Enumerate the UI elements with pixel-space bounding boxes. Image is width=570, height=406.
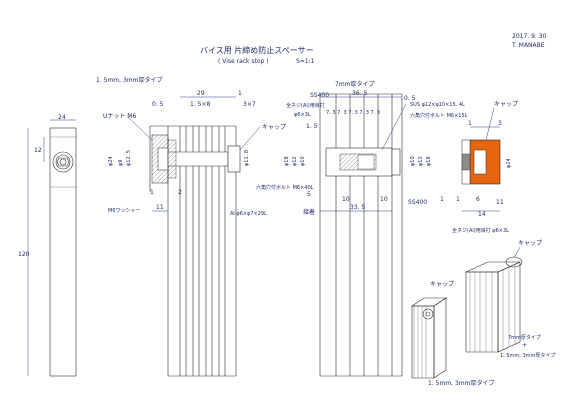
label-al-pipe: Al φ6×φ7×29L xyxy=(230,211,267,217)
dim-phi12.5: φ12. 5 xyxy=(126,150,132,166)
label-cap-4: キャップ xyxy=(518,240,542,247)
side-section-view: 29 1 0. 5 1. 5×8 3×7 11 2 1 φ24 φ9 φ12. … xyxy=(96,76,314,377)
dim-phi24-b: φ24 xyxy=(506,158,512,168)
dim-36.5: 36. 5 xyxy=(352,90,367,97)
drawing-title: バイス用 片締め防止スペーサー xyxy=(200,45,314,55)
dim-phi12-a: φ12 xyxy=(292,156,298,166)
isometric-views: キャップ キャップ 7mm厚タイプ + 1. 5mm, 3mm厚タイプ 1. 5… xyxy=(411,240,555,387)
type-b-section-view: 36. 5 0. 5 7. 3 7. 3 7. 3 7. 3 7. 3 1. 5… xyxy=(284,80,468,377)
dim-14: 14 xyxy=(478,211,486,218)
dim-phi10-b: φ10 xyxy=(410,156,416,166)
label-ss400-bottom: SS400 xyxy=(408,199,427,206)
dim-0.5-left: 0. 5 xyxy=(152,101,164,108)
dim-phi9: φ9 xyxy=(118,160,124,166)
drawing-date: 2017. 9. 30 xyxy=(512,33,547,40)
dim-7.3-sequence: 7. 3 7. 3 7. 3 7. 3 7. 3 xyxy=(326,110,380,116)
label-iso-plus: + xyxy=(522,342,527,349)
dim-phi10-a: φ10 xyxy=(300,156,306,166)
drawing-author: T. MANABE xyxy=(511,42,545,49)
dim-10-b: 10 xyxy=(380,196,388,203)
label-iso-type-a2: 1. 5mm, 3mm厚タイプ xyxy=(428,379,494,387)
label-iso-type-a: 1. 5mm, 3mm厚タイプ xyxy=(500,352,555,359)
label-fixed: 接着 xyxy=(303,208,315,216)
dim-6: 6 xyxy=(476,196,480,203)
dim-1.5x8: 1. 5×8 xyxy=(190,101,210,108)
label-iso-type-b: 7mm厚タイプ xyxy=(508,334,541,341)
dim-3: 3 xyxy=(498,120,502,127)
dim-phi18-a: φ18 xyxy=(284,156,290,166)
dim-1.5: 1. 5 xyxy=(306,123,318,130)
label-alu-tube-1: 全ネジ(Al)用目打 xyxy=(286,102,325,109)
dim-1-cap: 1 xyxy=(468,120,472,127)
dim-phi24-a: φ24 xyxy=(108,156,114,166)
label-washer: M6ワッシャー xyxy=(108,208,141,214)
label-u-nut: Uナット M6 xyxy=(103,113,136,120)
label-cap-3: キャップ xyxy=(430,281,454,288)
dim-11-right: 11 xyxy=(496,199,504,206)
dim-width-24: 24 xyxy=(58,114,66,121)
label-thickness-type-a: 1. 5mm, 3mm厚タイプ xyxy=(96,76,162,84)
dim-3x7: 3×7 xyxy=(243,101,256,108)
label-alu-tube-1b: φ6×3L xyxy=(294,112,311,118)
dim-5: 5 xyxy=(307,191,311,198)
label-sus: SUS φ12×φ10×15. 4L xyxy=(410,102,465,108)
dim-1-d: 1 xyxy=(456,196,460,203)
dim-0.5-right: 0. 5 xyxy=(404,95,416,102)
dim-phi11.8: φ11. 8 xyxy=(244,150,250,166)
dim-12: 12 xyxy=(34,147,42,154)
label-hex-bolt-1: 六角穴付ボルト M6×40L xyxy=(256,184,314,191)
dim-120: 120 xyxy=(18,251,30,258)
label-ss400-top: SS400 xyxy=(310,92,329,99)
dim-10-a: 10 xyxy=(342,196,350,203)
label-thickness-type-b: 7mm厚タイプ xyxy=(335,80,375,88)
dim-phi12-b: φ12 xyxy=(418,156,424,166)
dim-29: 29 xyxy=(197,90,205,97)
front-view: 24 12 120 xyxy=(18,114,77,377)
dim-1-top: 1 xyxy=(238,90,242,97)
label-alu-tube-2: 全ネジ(Al)用目打 φ6×3L xyxy=(452,227,509,234)
label-cap-2: キャップ xyxy=(494,101,518,108)
cap-detail-view: 1 3 φ24 6 14 11 1 1 キャップ 全ネジ(Al)用目打 φ6×3… xyxy=(440,101,518,234)
dim-11-left: 11 xyxy=(156,204,164,211)
drawing-scale: S=1:1 xyxy=(296,58,315,65)
drawing-subtitle: ( Vise rack stop ) xyxy=(218,58,269,65)
dim-1-c: 1 xyxy=(440,196,444,203)
dim-33.5: 33. 5 xyxy=(350,204,365,211)
dim-1-left: 1 xyxy=(150,189,154,196)
label-hex-bolt-2: 六角穴付ボルト M6×15L xyxy=(410,112,468,119)
dim-phi18-b: φ18 xyxy=(426,156,432,166)
dim-2: 2 xyxy=(178,189,182,196)
label-cap-1: キャップ xyxy=(262,124,286,131)
